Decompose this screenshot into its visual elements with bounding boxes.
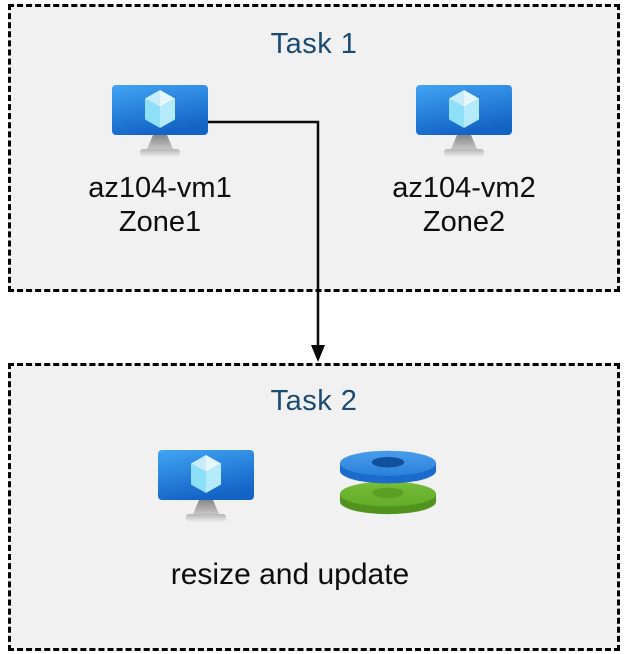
task2-title: Task 2 xyxy=(270,385,358,417)
task1-box: Task 1 az104-vm1 Zone1 xyxy=(8,4,620,292)
managed-disks-icon xyxy=(338,444,438,517)
vm-zone: Zone1 xyxy=(118,206,202,238)
vm-label: az104-vm2 Zone2 xyxy=(392,171,535,239)
virtual-machine-icon xyxy=(112,85,208,159)
vm-label: az104-vm1 Zone1 xyxy=(88,171,231,239)
task2-caption: resize and update xyxy=(170,558,410,591)
vm-zone: Zone2 xyxy=(422,206,506,238)
vm-name: az104-vm1 xyxy=(88,172,232,204)
vm-group-az104-vm1: az104-vm1 Zone1 xyxy=(80,85,240,239)
task1-title: Task 1 xyxy=(270,28,358,60)
vm-name: az104-vm2 xyxy=(392,172,536,204)
virtual-machine-icon xyxy=(158,450,254,524)
vm-group-az104-vm2: az104-vm2 Zone2 xyxy=(384,85,544,239)
virtual-machine-icon xyxy=(416,85,512,159)
task2-box: Task 2 xyxy=(8,363,620,651)
